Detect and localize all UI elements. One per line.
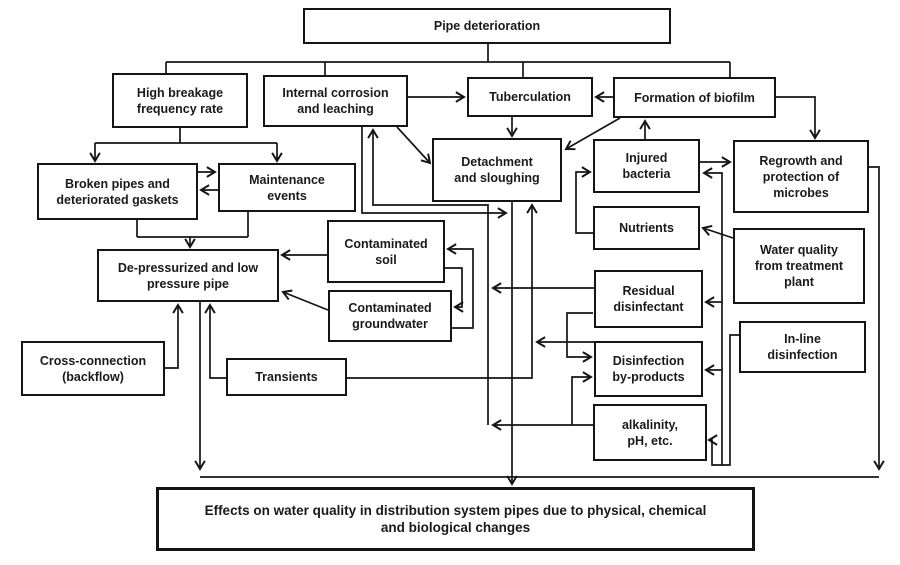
edge-transients-to-detachment — [347, 203, 538, 379]
edge-alkalinity-to-dbp — [571, 371, 593, 425]
edge-biofilm-to-detachment — [564, 117, 621, 151]
edge-contaminated-soil-to-groundwater — [445, 267, 464, 313]
edge-internal-corrosion-to-effects-line — [361, 127, 508, 219]
node-residual-disinfectant: Residual disinfectant — [594, 270, 703, 328]
edge-water-quality-to-nutrients — [701, 224, 734, 239]
edge-cross-connection-to-depressurized — [164, 303, 184, 369]
edge-internal-corrosion-to-detachment — [396, 126, 432, 165]
node-high-breakage-frequency-rate: High breakage frequency rate — [112, 73, 248, 128]
node-regrowth-and-protection-of-microbes: Regrowth and protection of microbes — [733, 140, 869, 213]
node-detachment-and-sloughing: Detachment and sloughing — [432, 138, 562, 202]
node-in-line-disinfection: In-line disinfection — [739, 321, 866, 373]
edge-biofilm-to-regrowth — [776, 96, 821, 140]
node-contaminated-soil: Contaminated soil — [327, 220, 445, 283]
edge-transients-to-depressurized — [204, 303, 226, 379]
edge-contaminated-groundwater-to-depressurized — [281, 289, 329, 311]
node-maintenance-events: Maintenance events — [218, 163, 356, 212]
edge-chemistry-collector-to-internal-corrosion — [367, 128, 489, 425]
node-pipe-deterioration: Pipe deterioration — [303, 8, 671, 44]
node-injured-bacteria: Injured bacteria — [593, 139, 700, 193]
node-broken-pipes-and-deteriorated-gaskets: Broken pipes and deteriorated gaskets — [37, 163, 198, 220]
node-nutrients: Nutrients — [593, 206, 700, 250]
node-cross-connection-backflow: Cross-connection (backflow) — [21, 341, 165, 396]
node-tuberculation: Tuberculation — [467, 77, 593, 117]
node-effects-on-water-quality: Effects on water quality in distribution… — [156, 487, 755, 551]
edge-residual-to-dbp — [566, 312, 593, 363]
node-internal-corrosion-and-leaching: Internal corrosion and leaching — [263, 75, 408, 127]
node-depressurized-low-pressure-pipe: De-pressurized and low pressure pipe — [97, 249, 279, 302]
edge-inline-riser-to-injured-bacteria — [702, 167, 723, 465]
edge-contaminated-groundwater-to-soil — [446, 243, 474, 329]
node-transients: Transients — [226, 358, 347, 396]
edge-inline-bracket-to-alkalinity — [707, 334, 739, 466]
node-formation-of-biofilm: Formation of biofilm — [613, 77, 776, 118]
node-alkalinity-ph-etc: alkalinity, pH, etc. — [593, 404, 707, 461]
node-contaminated-groundwater: Contaminated groundwater — [328, 290, 452, 342]
edge-regrowth-to-bus — [869, 166, 885, 471]
node-water-quality-from-treatment-plant: Water quality from treatment plant — [733, 228, 865, 304]
edge-nutrients-to-injured-bacteria — [575, 166, 593, 234]
node-disinfection-by-products: Disinfection by-products — [594, 341, 703, 397]
